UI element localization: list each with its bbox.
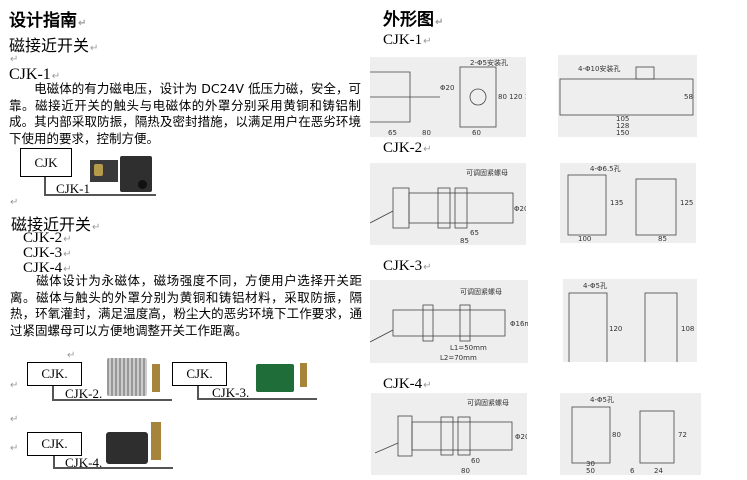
svg-text:85: 85: [658, 235, 667, 243]
svg-text:125: 125: [680, 199, 693, 207]
cjk-box: CJK: [20, 148, 72, 177]
svg-text:30: 30: [586, 460, 595, 468]
svg-text:100: 100: [578, 235, 591, 243]
outline-heading-cjk-2: CJK-2↵: [383, 140, 432, 156]
paragraph-mark: ↵: [10, 380, 19, 391]
svg-text:150: 150: [616, 129, 629, 137]
outline-heading-cjk-3: CJK-3↵: [383, 258, 432, 274]
svg-text:Φ20: Φ20: [515, 433, 527, 441]
svg-text:可调固紧螺母: 可调固紧螺母: [467, 398, 509, 407]
paragraph-mark: ↵: [10, 197, 19, 208]
description-cjk-2-4: 磁体设计为永磁体，磁场强度不同，方便用户选择开关距离。磁体与触头的外罩分别为黄铜…: [10, 273, 362, 338]
svg-text:80 120 150: 80 120 150: [498, 93, 526, 101]
svg-text:2-Φ5安装孔: 2-Φ5安装孔: [470, 58, 508, 67]
svg-text:120: 120: [609, 325, 622, 333]
cjk-1-label: CJK-1: [56, 181, 90, 196]
svg-text:可调固紧螺母: 可调固紧螺母: [460, 287, 502, 296]
svg-text:24: 24: [654, 467, 663, 475]
svg-text:4-Φ10安装孔: 4-Φ10安装孔: [578, 64, 620, 73]
magnet-photo: [120, 156, 152, 192]
svg-text:60: 60: [471, 457, 480, 465]
cjk-2-label: CJK-2.: [65, 386, 103, 401]
svg-text:65: 65: [470, 229, 479, 237]
svg-text:L2=70mm: L2=70mm: [440, 354, 477, 362]
cjk-1-side-drawing: 2-Φ5安装孔 Φ20 65 80 60 80 120 150: [370, 57, 538, 137]
cjk-2-top-drawing: 4-Φ6.5孔 135 100 125 85: [560, 163, 696, 243]
outline-heading-cjk-4: CJK-4↵: [383, 376, 432, 392]
sensor-photo: [152, 364, 160, 392]
svg-text:6: 6: [630, 467, 635, 475]
outline-heading-cjk-1: CJK-1↵: [383, 32, 432, 48]
paragraph-mark: ↵: [67, 350, 76, 361]
svg-text:Φ16mm: Φ16mm: [510, 320, 528, 328]
svg-text:可调固紧螺母: 可调固紧螺母: [466, 168, 508, 177]
cjk-box: CJK.: [27, 432, 82, 456]
svg-text:60: 60: [472, 129, 481, 137]
cjk-3-label: CJK-3.: [212, 385, 250, 400]
cjk-box: CJK.: [27, 362, 82, 386]
outline-title: 外形图↵: [383, 10, 444, 30]
sensor-photo: [300, 363, 307, 387]
magnet-photo: [106, 432, 148, 464]
svg-text:128: 128: [616, 122, 629, 130]
model-cjk-3: CJK-3↵: [23, 245, 72, 261]
svg-text:105: 105: [616, 115, 629, 123]
paragraph-mark: ↵: [10, 414, 19, 425]
svg-text:85: 85: [460, 237, 469, 245]
svg-text:58: 58: [684, 93, 693, 101]
section-heading-1: 磁接近开关↵: [9, 36, 99, 55]
svg-text:L1=50mm: L1=50mm: [450, 344, 487, 352]
page-title: 设计指南↵: [9, 11, 87, 31]
section-heading-2: 磁接近开关↵: [11, 215, 101, 234]
svg-text:135: 135: [610, 199, 623, 207]
svg-text:80: 80: [612, 431, 621, 439]
cjk-3-top-drawing: 4-Φ5孔 120 108: [563, 279, 697, 364]
svg-text:50: 50: [586, 467, 595, 475]
switch-photo: [90, 160, 118, 182]
model-heading-cjk-1: CJK-1↵: [9, 66, 61, 83]
connector-line: [197, 375, 317, 400]
description-cjk-1: 电磁体的有力磁电压，设计为 DC24V 低压力磁，安全，可靠。磁接近开关的触头与…: [9, 81, 361, 146]
magnet-photo: [107, 358, 147, 396]
svg-text:65: 65: [388, 129, 397, 137]
svg-text:72: 72: [678, 431, 687, 439]
paragraph-mark: ↵: [10, 443, 19, 454]
connector-line: [44, 160, 156, 196]
svg-text:4-Φ5孔: 4-Φ5孔: [590, 396, 614, 404]
magnet-photo: [256, 364, 294, 392]
svg-text:108: 108: [681, 325, 694, 333]
svg-text:80: 80: [461, 467, 470, 475]
sensor-photo: [151, 422, 161, 460]
svg-text:80: 80: [422, 129, 431, 137]
connector-line: [52, 375, 172, 401]
model-cjk-4: CJK-4↵: [23, 260, 72, 276]
svg-text:4-Φ6.5孔: 4-Φ6.5孔: [590, 165, 621, 173]
connector-line: [53, 447, 173, 469]
svg-text:Φ20: Φ20: [514, 205, 526, 213]
svg-text:Φ20: Φ20: [440, 84, 454, 92]
cjk-4-label: CJK-4.: [65, 455, 103, 470]
svg-text:4-Φ5孔: 4-Φ5孔: [583, 282, 607, 290]
cjk-box: CJK.: [172, 362, 227, 386]
paragraph-mark: ↵: [10, 54, 19, 65]
model-cjk-2: CJK-2↵: [23, 230, 72, 246]
